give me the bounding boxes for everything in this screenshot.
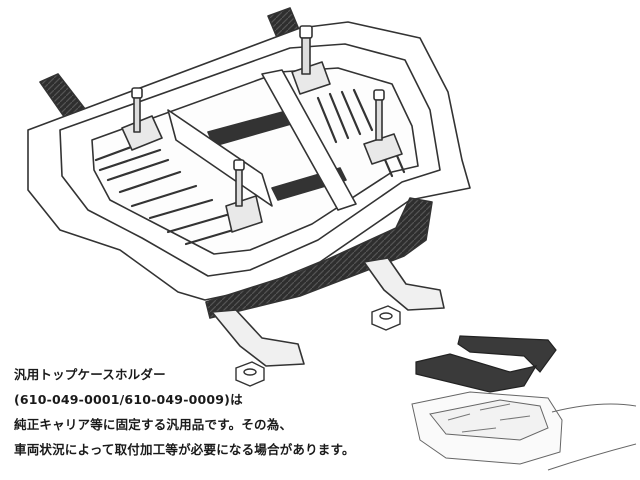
inset-drawing bbox=[411, 391, 637, 471]
inset-plates bbox=[415, 335, 557, 393]
clamp-right bbox=[363, 133, 403, 165]
caption-note-2: 車両状況によって取付加工等が必要になる場合があります。 bbox=[14, 442, 355, 457]
clamp-left bbox=[121, 115, 163, 151]
description-text: 汎用トップケースホルダー (610-049-0001/610-049-0009)… bbox=[14, 366, 434, 466]
caption-title: 汎用トップケースホルダー bbox=[14, 367, 166, 382]
carbon-tube-front bbox=[205, 197, 433, 319]
caption-note-1: 純正キャリア等に固定する汎用品です。その為、 bbox=[14, 417, 293, 432]
clamp-front bbox=[225, 195, 263, 233]
rack-drawing bbox=[27, 7, 471, 367]
mount-foot-right bbox=[363, 257, 445, 311]
nuts bbox=[235, 305, 401, 387]
inset-body-curve bbox=[547, 403, 637, 471]
plate-upper bbox=[457, 335, 557, 373]
mount-foot-left bbox=[211, 309, 305, 367]
plate-lower bbox=[415, 353, 538, 393]
bolts bbox=[131, 25, 385, 207]
caption-part-numbers: (610-049-0001/610-049-0009)は bbox=[14, 392, 243, 407]
